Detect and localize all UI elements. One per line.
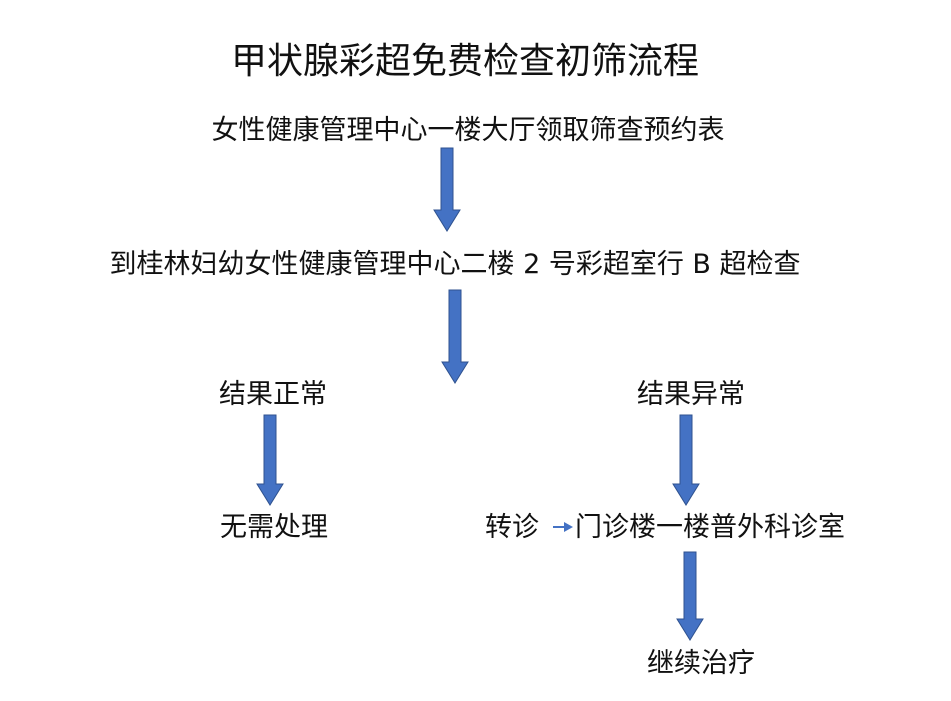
right-arrow-referral-head: [564, 522, 573, 532]
down-arrow-abnormal: [672, 414, 700, 506]
down-arrow-clinic: [676, 551, 704, 641]
referral-label: 转诊: [485, 512, 539, 543]
continue-treatment: 继续治疗: [647, 648, 755, 679]
result-normal: 结果正常: [219, 379, 327, 410]
result-abnormal: 结果异常: [637, 379, 745, 410]
diagram-title: 甲状腺彩超免费检查初筛流程: [230, 41, 700, 82]
down-arrow-normal: [256, 414, 284, 506]
step-ultrasound-exam: 到桂林妇幼女性健康管理中心二楼 2 号彩超室行 B 超检查: [109, 249, 801, 280]
surgery-clinic: 门诊楼一楼普外科诊室: [575, 512, 845, 543]
down-arrow-2: [441, 289, 469, 384]
step-get-appointment-form: 女性健康管理中心一楼大厅领取筛查预约表: [211, 115, 725, 146]
down-arrow-1: [433, 147, 461, 232]
no-treatment-needed: 无需处理: [220, 512, 328, 543]
